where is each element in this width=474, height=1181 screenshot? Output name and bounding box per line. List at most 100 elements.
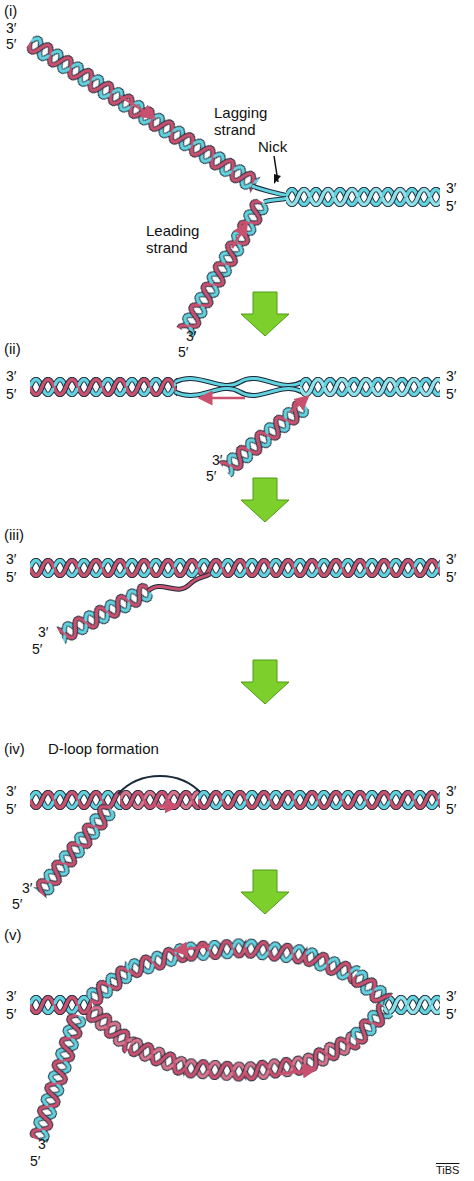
single-strand: [175, 389, 302, 396]
double-helix: [29, 1012, 88, 1143]
panel-number: (v): [4, 926, 22, 943]
strand-end: 3′: [446, 551, 456, 567]
strand-outline: [252, 186, 288, 196]
bubble-top: [244, 938, 308, 965]
strand-end: 3′: [6, 783, 16, 799]
strand-end: 3′: [6, 20, 16, 36]
invading-duplex: [29, 1012, 88, 1143]
double-helix: [30, 377, 177, 397]
strand-end: 5′: [446, 569, 456, 585]
step-arrow: [241, 660, 289, 704]
strand-end: 5′: [6, 801, 16, 817]
panel-number: (i): [4, 2, 17, 19]
strand-end: 3′: [446, 368, 456, 384]
single-strand: [175, 379, 302, 386]
double-helix: [198, 790, 440, 810]
strand-end: 3′: [38, 624, 48, 640]
nick-pointer-head: [274, 174, 281, 184]
step-arrow: [241, 870, 289, 914]
bubble-top: [127, 942, 190, 980]
double-helix: [30, 995, 92, 1015]
strand-end: 3′: [6, 551, 16, 567]
strand-label: Lagging strand: [214, 104, 278, 138]
double-helix: [286, 187, 440, 207]
double-helix: [184, 938, 247, 962]
invading-duplex: [32, 802, 117, 900]
double-helix: [120, 790, 200, 810]
strand-end: 5′: [30, 1153, 40, 1169]
strand-end: 5′: [178, 344, 188, 360]
strand-end: 3′: [446, 180, 456, 196]
step-arrow: [241, 292, 289, 336]
single-strand: [252, 186, 288, 196]
strand-end: 3′: [38, 1136, 48, 1152]
strand-end: 3′: [212, 452, 222, 468]
recipient-duplex: [30, 995, 92, 1015]
strand-end: 5′: [6, 36, 16, 52]
heteroduplex: [120, 790, 200, 810]
extension-arrow: [150, 805, 172, 808]
panel-number: (ii): [4, 340, 21, 357]
double-helix: [348, 1002, 393, 1047]
bubble-bottom: [348, 1002, 393, 1047]
strand-end: 5′: [6, 569, 16, 585]
double-helix: [184, 1058, 247, 1082]
okazaki-arrow: [205, 397, 245, 400]
strand-outline: [175, 389, 302, 396]
double-helix: [300, 377, 440, 397]
strand-outline: [175, 379, 302, 386]
parental-duplex: [300, 377, 440, 397]
step-arrow: [241, 478, 289, 522]
bubble-top: [349, 967, 393, 1009]
strand-end: 5′: [446, 801, 456, 817]
ligated-duplex: [30, 558, 440, 578]
strand-end: 3′: [446, 988, 456, 1004]
recipient-duplex: [383, 995, 440, 1015]
double-helix: [383, 995, 440, 1015]
double-helix: [349, 967, 393, 1009]
panel-number: (iv): [4, 740, 25, 757]
lagging-duplex: [30, 377, 177, 397]
strand-end: 3′: [6, 988, 16, 1004]
strand-end: 3′: [22, 880, 32, 896]
strand-end: 5′: [6, 1006, 16, 1022]
strand-end: 5′: [446, 386, 456, 402]
strand-end: 3′: [446, 783, 456, 799]
bubble-bottom: [126, 1036, 191, 1078]
step-title: D-loop formation: [48, 740, 159, 757]
double-helix: [126, 1036, 191, 1078]
journal-mark: TiBS: [436, 1162, 459, 1178]
single-strand: [264, 198, 288, 202]
displaced-strand: [118, 776, 202, 794]
leading-arrow: [290, 400, 304, 412]
double-helix: [56, 581, 154, 644]
bubble-bottom: [244, 1055, 308, 1082]
double-helix: [219, 397, 312, 477]
bubble-bottom: [184, 1058, 247, 1082]
bubble-top: [184, 938, 247, 962]
panel-number: (iii): [4, 526, 24, 543]
strand-end: 5′: [32, 641, 42, 657]
strand-end: 3′: [6, 368, 16, 384]
leading-arrow: [232, 228, 244, 248]
strand-end: 5′: [206, 468, 216, 484]
parental-duplex: [286, 187, 440, 207]
strand-outline: [148, 574, 210, 591]
double-helix: [244, 938, 308, 965]
strand-arrow: [180, 946, 210, 950]
strand-arrow: [280, 1070, 310, 1074]
double-helix: [127, 942, 190, 980]
strand-end: 3′: [186, 328, 196, 344]
strand-end: 5′: [6, 386, 16, 402]
strand-outline: [264, 198, 288, 202]
strand-label: Leading strand: [146, 222, 210, 256]
double-helix: [32, 802, 117, 900]
okazaki-arrow: [120, 96, 150, 115]
double-helix: [30, 558, 440, 578]
double-helix: [244, 1055, 308, 1082]
nick-label: Nick: [258, 138, 287, 155]
strand-end: 5′: [446, 198, 456, 214]
leading-duplex: [219, 397, 312, 477]
